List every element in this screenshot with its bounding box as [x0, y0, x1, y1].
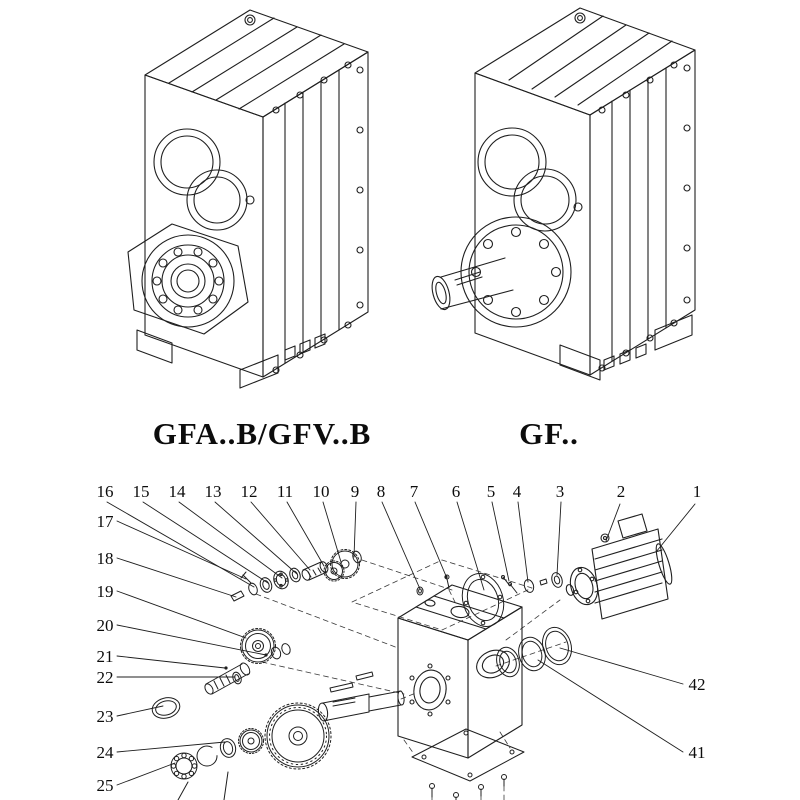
callout-19: 19 [97, 582, 114, 601]
leader-line [116, 655, 226, 669]
leader-line [456, 501, 485, 591]
leader-line [116, 741, 226, 753]
leader-line [116, 624, 267, 656]
leader-line [353, 501, 357, 558]
callout-2: 2 [617, 482, 626, 501]
callout-18: 18 [97, 549, 114, 568]
callout-24: 24 [97, 743, 115, 762]
leader-line [116, 705, 164, 717]
callout-11: 11 [277, 482, 293, 501]
leader-line [381, 501, 421, 590]
callout-12: 12 [241, 482, 258, 501]
gear-housing [397, 584, 523, 759]
callout-3: 3 [556, 482, 565, 501]
callout-8: 8 [377, 482, 386, 501]
callout-41: 41 [689, 743, 706, 762]
callout-9: 9 [351, 482, 360, 501]
leader-line [142, 501, 269, 584]
leader-line [556, 501, 562, 576]
callout-17: 17 [97, 512, 115, 531]
exploded-view: 16 15 14 13 12 11 10 9 8 7 6 5 4 3 2 1 1… [97, 482, 706, 800]
callout-4: 4 [513, 482, 522, 501]
leader-line [116, 520, 247, 580]
leader-line [178, 501, 283, 579]
callout-42: 42 [689, 675, 706, 694]
leader-line [491, 501, 510, 582]
motor-mount-parts [461, 572, 563, 627]
intermediate-gear-set [204, 628, 291, 695]
callout-23: 23 [97, 707, 114, 726]
input-gear-train [248, 549, 362, 596]
callout-13: 13 [205, 482, 222, 501]
callout-1: 1 [693, 482, 702, 501]
leader-line [655, 503, 696, 553]
oil-seal [151, 697, 181, 719]
leader-line [286, 501, 325, 567]
model-label-left: GFA..B/GFV..B [153, 416, 372, 451]
callout-6: 6 [452, 482, 461, 501]
leader-line [559, 647, 684, 685]
callout-10: 10 [313, 482, 330, 501]
leader-line [605, 503, 621, 542]
callout-labels: 16 15 14 13 12 11 10 9 8 7 6 5 4 3 2 1 1… [97, 482, 706, 795]
model-label-right: GF.. [519, 416, 579, 451]
electric-motor [565, 513, 673, 620]
callout-22: 22 [97, 668, 114, 687]
leader-line [116, 762, 176, 786]
base-gasket-and-bolts [411, 728, 525, 800]
leader-line [214, 501, 298, 575]
leader-line [537, 659, 684, 753]
leader-line [116, 590, 247, 639]
leader-line [517, 501, 529, 583]
gearbox-drawing-gfab [127, 9, 369, 389]
callout-14: 14 [169, 482, 187, 501]
leader-line [322, 501, 342, 563]
callout-7: 7 [410, 482, 419, 501]
callout-15: 15 [133, 482, 150, 501]
leader-line [116, 557, 237, 598]
output-cover-rings [496, 626, 572, 678]
leader-lines [106, 501, 696, 786]
output-gear-train [170, 671, 405, 800]
gearbox-drawing-gf [431, 7, 696, 381]
callout-21: 21 [97, 647, 114, 666]
leader-line [414, 501, 447, 577]
callout-25: 25 [97, 776, 114, 795]
leader-line [250, 501, 311, 571]
callout-20: 20 [97, 616, 114, 635]
leader-line [106, 501, 255, 588]
callout-5: 5 [487, 482, 496, 501]
leader-dot [224, 666, 228, 670]
callout-16: 16 [97, 482, 114, 501]
